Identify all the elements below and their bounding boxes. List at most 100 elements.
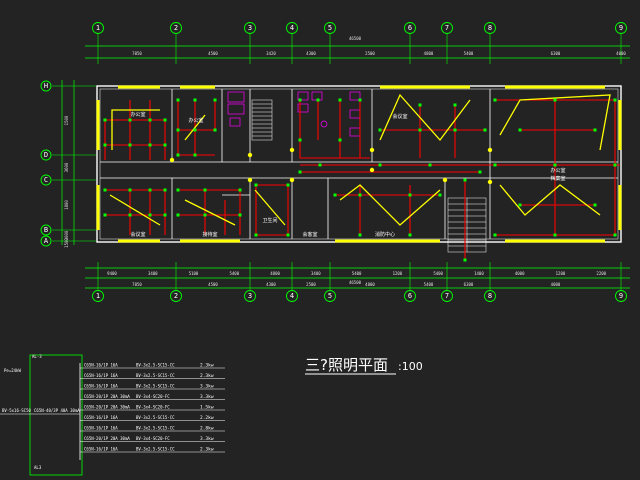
light-fixture bbox=[193, 153, 197, 157]
drawing-title: 三?照明平面 bbox=[305, 356, 388, 374]
switch-symbol bbox=[247, 177, 253, 183]
switch-symbol bbox=[369, 167, 375, 173]
axis-bubble bbox=[286, 22, 298, 34]
light-fixture bbox=[203, 188, 207, 192]
drawing-scale: :100 bbox=[398, 360, 423, 373]
light-fixture bbox=[254, 233, 258, 237]
light-fixture bbox=[483, 128, 487, 132]
dimension-text: 7050 bbox=[132, 282, 142, 287]
light-fixture bbox=[203, 213, 207, 217]
circuit-load: 2.2kw bbox=[200, 415, 214, 421]
axis-label: H bbox=[44, 82, 48, 90]
circuit-load: 2.3kw bbox=[200, 363, 214, 369]
light-fixture bbox=[418, 128, 422, 132]
light-fixture bbox=[493, 163, 497, 167]
panel-box bbox=[29, 354, 83, 476]
light-fixture bbox=[453, 128, 457, 132]
axis-label: B bbox=[44, 226, 48, 234]
dimension-text: 1800 bbox=[64, 200, 69, 210]
axis-bubble bbox=[286, 290, 298, 302]
axis-label: 4 bbox=[290, 24, 294, 32]
staircase-south bbox=[447, 197, 487, 253]
panel-footer: AL3 bbox=[34, 465, 42, 470]
light-fixture bbox=[408, 193, 412, 197]
light-fixture bbox=[298, 98, 302, 102]
dimension-text: 2200 bbox=[596, 271, 606, 276]
light-fixture bbox=[298, 138, 302, 142]
light-fixture bbox=[378, 163, 382, 167]
circuit-cable: BV-3x4-SC20-FC bbox=[136, 436, 170, 441]
light-fixture bbox=[613, 163, 617, 167]
panel-name: AL-3 bbox=[32, 354, 42, 359]
dimension-text: 2500 bbox=[365, 51, 375, 56]
axis-bubble bbox=[40, 80, 52, 92]
axis-label: 2 bbox=[174, 24, 178, 32]
inner-wall-line bbox=[99, 88, 619, 240]
panel-spec: Pe=24kW bbox=[4, 368, 21, 373]
light-fixture bbox=[593, 128, 597, 132]
axis-label: 5 bbox=[328, 292, 332, 300]
fixture-markers bbox=[103, 98, 617, 262]
circuit-cable: BV-3x2.5-SC15-CC bbox=[136, 384, 175, 389]
circuit-cable: BV-3x2.5-SC15-CC bbox=[136, 363, 175, 368]
axis-bubble bbox=[484, 22, 496, 34]
dimension-text: 1500 bbox=[64, 115, 69, 125]
dimension-text: 4000 bbox=[551, 282, 561, 287]
circuit-breaker: C65N-16/1P 16A bbox=[84, 415, 118, 420]
light-fixture bbox=[103, 213, 107, 217]
dimension-text: 4800 bbox=[270, 271, 280, 276]
light-fixture bbox=[163, 213, 167, 217]
light-fixture bbox=[103, 143, 107, 147]
light-fixture bbox=[163, 143, 167, 147]
light-fixture bbox=[338, 98, 342, 102]
circuit-breaker: C65N-16/1P 16A bbox=[84, 426, 118, 431]
light-fixture bbox=[333, 193, 337, 197]
circuit-load: 2.3kw bbox=[200, 373, 214, 379]
light-fixture bbox=[193, 98, 197, 102]
light-fixture bbox=[176, 188, 180, 192]
axis-label: 9 bbox=[619, 24, 623, 32]
axis-label: 9 bbox=[619, 292, 623, 300]
dimension-text: 4500 bbox=[208, 51, 218, 56]
dimension-text: 1400 bbox=[474, 271, 484, 276]
light-fixture bbox=[428, 163, 432, 167]
axis-bubble bbox=[92, 290, 104, 302]
dimension-text: 9400 bbox=[107, 271, 117, 276]
dimension-text: 4300 bbox=[266, 282, 276, 287]
panel-schedule: AL-3 Pe=24kW BV-5x16-SC50 C65N-40/3P 40A… bbox=[0, 354, 225, 476]
circuit-load: 2.3kw bbox=[200, 447, 214, 453]
light-fixture bbox=[378, 128, 382, 132]
dimension-text: 6300 bbox=[551, 51, 561, 56]
dimension-text: 5400 bbox=[424, 282, 434, 287]
axis-bubble bbox=[615, 290, 627, 302]
light-fixture bbox=[128, 213, 132, 217]
circuit-cable: BV-3x4-SC20-FC bbox=[136, 405, 170, 410]
circuit-load: 2.8kw bbox=[200, 426, 214, 432]
axis-bubble bbox=[40, 174, 52, 186]
axis-bubble bbox=[324, 22, 336, 34]
room-label: 会议室 bbox=[392, 113, 407, 120]
switch-symbol bbox=[289, 147, 295, 153]
dimension-text: 5400 bbox=[352, 271, 362, 276]
light-fixture bbox=[463, 258, 467, 262]
light-fixture bbox=[493, 98, 497, 102]
axis-bubble bbox=[615, 22, 627, 34]
light-fixture bbox=[148, 118, 152, 122]
dimension-text: 5100 bbox=[189, 271, 199, 276]
axis-bubble bbox=[404, 22, 416, 34]
light-fixture bbox=[613, 98, 617, 102]
circuit-breaker: C65N-16/1P 16A bbox=[84, 384, 118, 389]
switch-symbol bbox=[369, 147, 375, 153]
dimension-text: 5400 bbox=[229, 271, 239, 276]
light-fixture bbox=[176, 213, 180, 217]
dimension-text: 7050 bbox=[132, 51, 142, 56]
light-fixture bbox=[493, 233, 497, 237]
axis-label: 6 bbox=[408, 292, 412, 300]
axis-bubble bbox=[484, 290, 496, 302]
circuit-breaker: C65N-20/1P 20A 30mA bbox=[84, 394, 130, 399]
axis-bubble bbox=[92, 22, 104, 34]
axis-bubble bbox=[324, 290, 336, 302]
axis-label: 7 bbox=[445, 292, 449, 300]
